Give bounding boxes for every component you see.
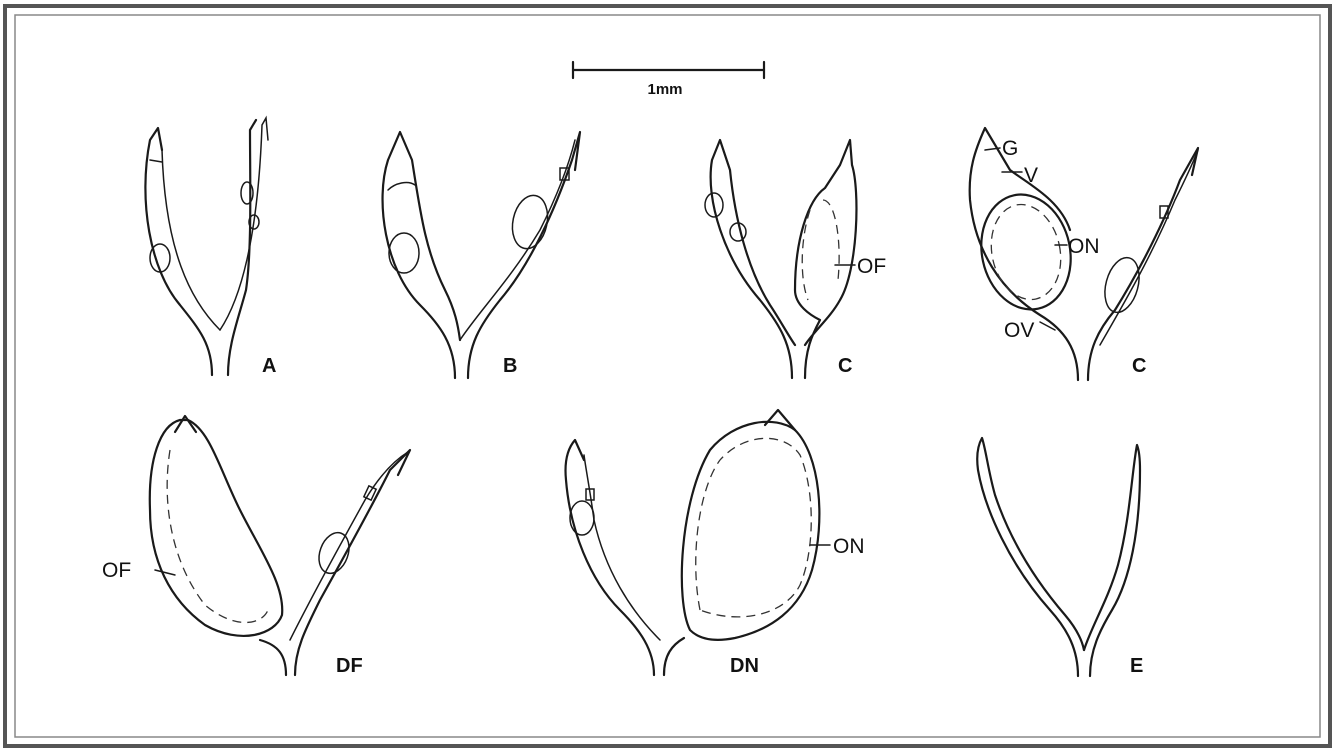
callout-of-c: OF (857, 255, 886, 278)
drawing-dn (565, 410, 830, 675)
panel-label-e: E (1130, 655, 1143, 677)
drawing-a (145, 118, 268, 375)
callout-ov: OV (1004, 319, 1034, 342)
panel-label-dn: DN (730, 655, 759, 677)
callout-of-df: OF (102, 559, 131, 582)
drawing-e (977, 438, 1140, 676)
scale-bar: 1mm (573, 62, 764, 98)
callout-on-c: ON (1068, 235, 1100, 258)
panel-label-df: DF (336, 655, 363, 677)
drawing-b (383, 132, 580, 378)
drawing-df (150, 416, 410, 675)
panel-label-c1: C (838, 355, 852, 377)
callout-on-dn: ON (833, 535, 865, 558)
callout-v: V (1024, 164, 1038, 187)
callout-g: G (1002, 137, 1018, 160)
panel-label-b: B (503, 355, 517, 377)
panel-label-a: A (262, 355, 276, 377)
scale-bar-label: 1mm (647, 81, 682, 98)
panel-label-c2: C (1132, 355, 1146, 377)
drawing-c1 (705, 140, 856, 378)
